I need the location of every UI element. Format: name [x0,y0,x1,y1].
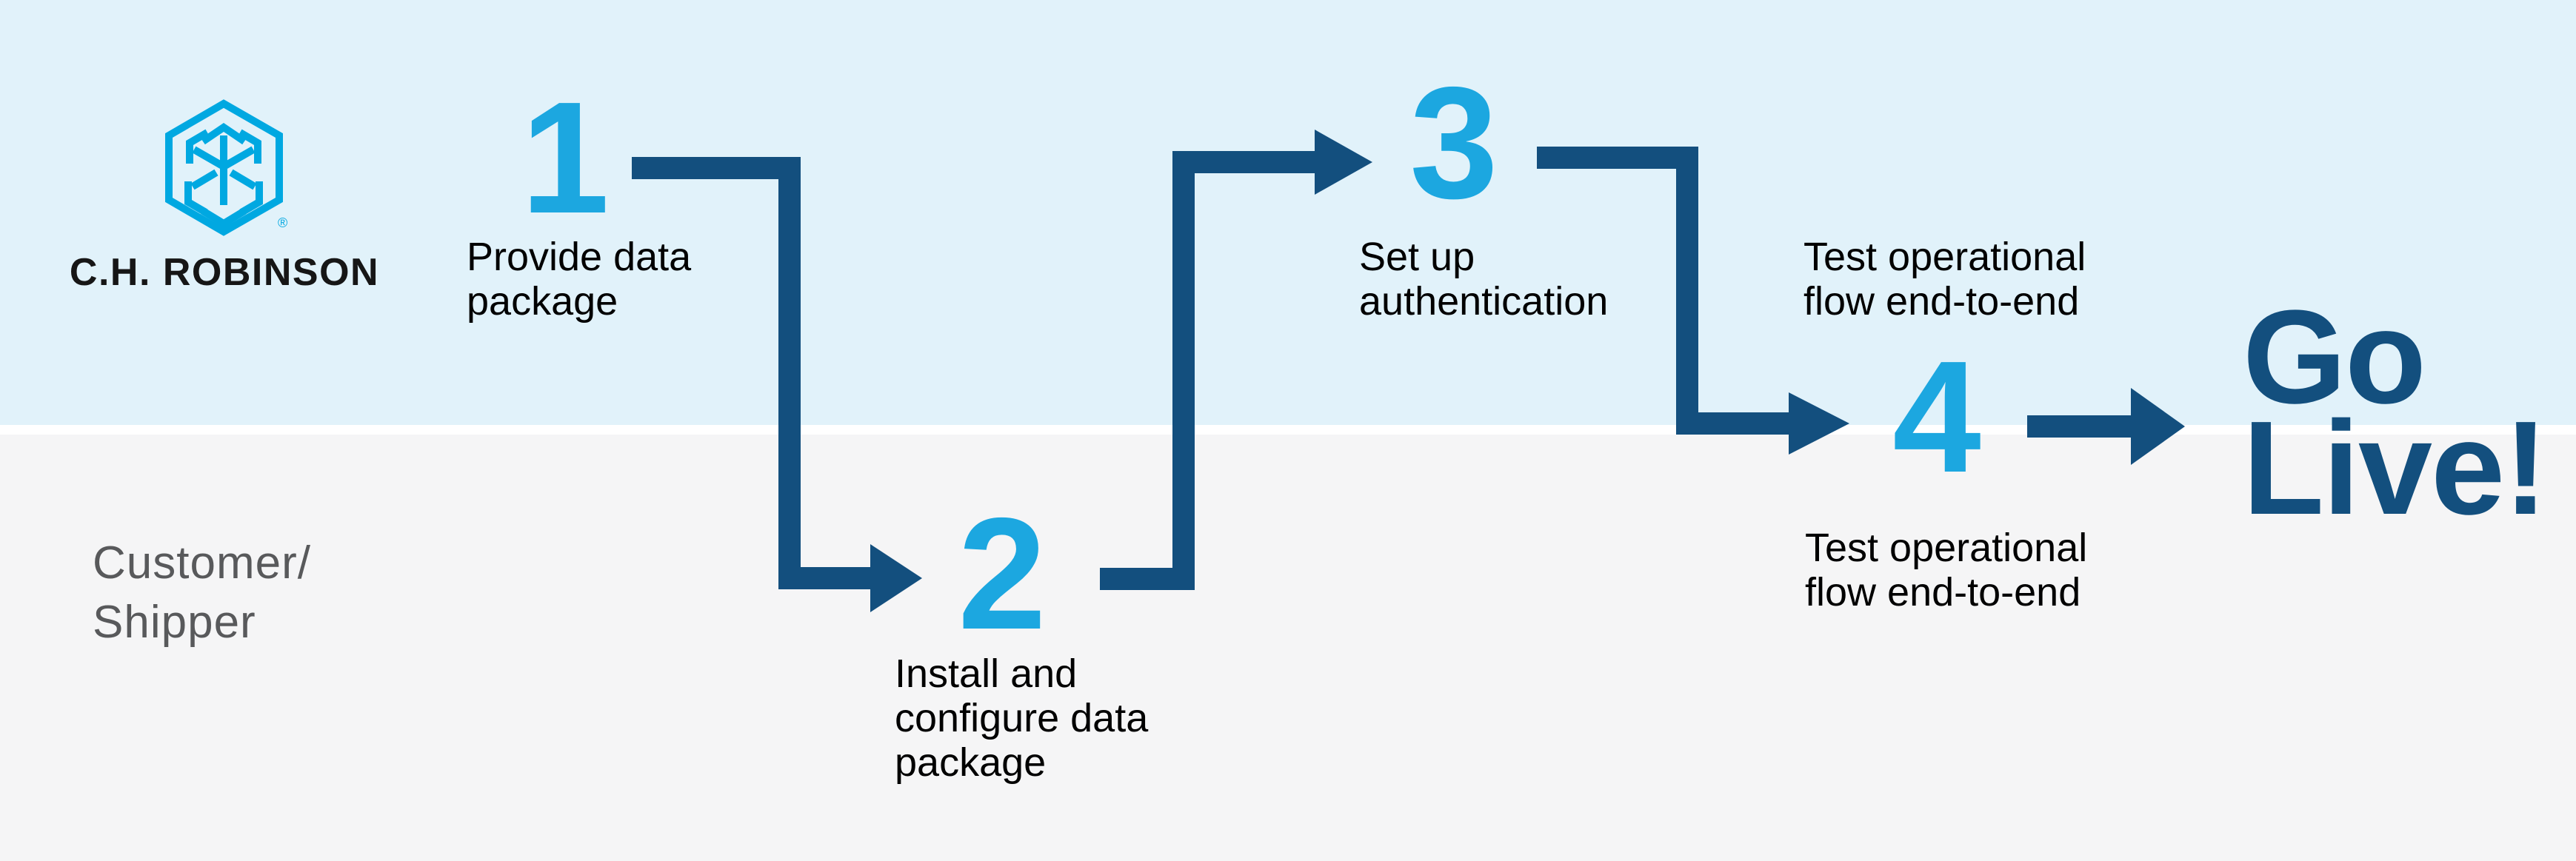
hexagon-cube-arrows-icon: ® [165,99,287,236]
step-1-label-line2: package [467,279,618,324]
step-1-label-line1: Provide data [467,235,692,279]
chrobinson-logo: ® [156,93,304,241]
step-2-label-line1: Install and [895,651,1078,696]
step-2-label: Install and configure data package [895,651,1148,785]
step-4-label-top-lane: Test operational flow end-to-end [1803,235,2086,324]
go-live-text: Go Live! [2243,283,2548,543]
lane-label-line1: Customer/ [93,537,311,589]
step-3-label: Set up authentication [1359,235,1608,324]
step-3-number: 3 [1409,53,1498,232]
step-2-number: 2 [958,484,1047,663]
step-3-label-line2: authentication [1359,279,1609,324]
step-4-top-label-line1: Test operational [1803,235,2086,279]
registered-mark: ® [278,215,287,230]
lane-divider [0,425,2576,435]
step-2-label-line2: configure data [895,696,1149,740]
step-1-number: 1 [521,68,610,247]
brand-wordmark: C.H. ROBINSON [69,251,380,294]
lane-label-customer-shipper: Customer/ Shipper [93,534,311,652]
lane-chrobinson [0,0,2576,425]
step-4-number: 4 [1892,327,1981,506]
step-2-label-line3: package [895,740,1047,785]
lane-customer-shipper [0,435,2576,861]
step-3-label-line1: Set up [1359,235,1475,279]
go-live-line2: Live! [2243,394,2548,543]
lane-label-line2: Shipper [93,597,256,648]
go-live-line1: Go [2243,283,2426,432]
step-4-label-bottom-lane: Test operational flow end-to-end [1805,526,2087,614]
step-4-bottom-label-line1: Test operational [1805,526,2088,570]
step-4-top-label-line2: flow end-to-end [1803,279,2080,324]
step-1-label: Provide data package [467,235,691,324]
step-4-bottom-label-line2: flow end-to-end [1805,570,2081,614]
